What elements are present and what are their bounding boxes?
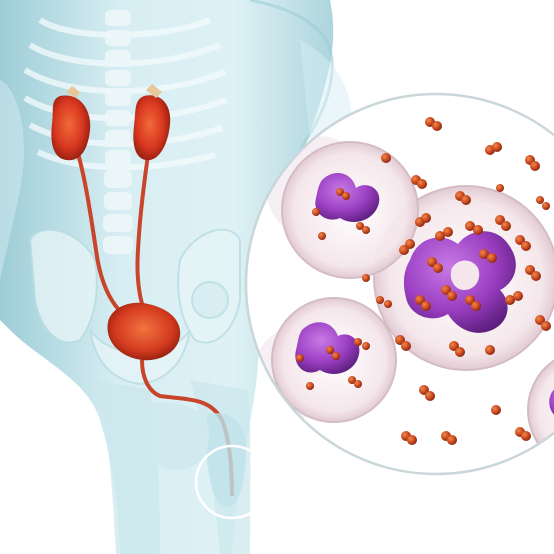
urinary-tract <box>51 84 234 497</box>
neutrophil-icon <box>527 349 554 471</box>
neutrophil-icon <box>271 297 397 423</box>
spine <box>103 10 133 254</box>
neutrophil-icon <box>373 185 554 371</box>
kidney-right-icon <box>133 84 171 161</box>
bacteria-cluster <box>296 117 551 445</box>
bladder-icon <box>107 302 181 361</box>
neutrophil-icon <box>281 141 419 279</box>
magnified-inset <box>244 92 554 476</box>
magnifier-source <box>194 439 301 520</box>
bacterium-icon <box>296 117 551 445</box>
kidney-left-icon <box>51 86 91 161</box>
genital-region <box>138 402 246 507</box>
